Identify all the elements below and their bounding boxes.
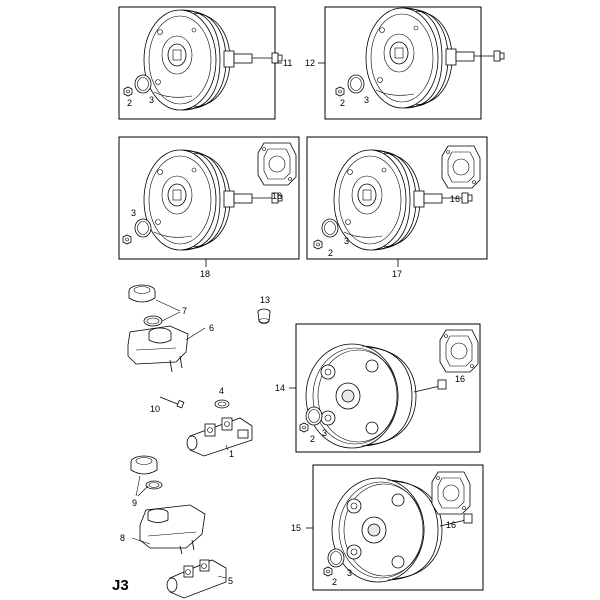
callout-4: 4: [219, 386, 224, 396]
part-o-ring: [305, 406, 323, 426]
callout-3: 3: [131, 208, 136, 218]
master-cylinder-upper: 1: [186, 417, 253, 459]
booster-panel-15: 15 16 2 3: [291, 464, 484, 591]
callout-16: 16: [455, 374, 465, 384]
seal-ring: 4: [214, 386, 230, 409]
callout-3: 3: [364, 95, 369, 105]
part-o-ring: [327, 548, 345, 568]
reservoir-cap-upper: 7: [128, 284, 187, 327]
part-o-ring: [321, 218, 339, 238]
callout-2: 2: [340, 98, 345, 108]
callout-16: 16: [450, 194, 460, 204]
callout-10: 10: [150, 404, 160, 414]
callout-7: 7: [182, 306, 187, 316]
booster-panel-11: 11 2 3: [118, 6, 292, 120]
fluid-reservoir-upper: 6: [127, 323, 214, 373]
callout-2: 2: [332, 577, 337, 587]
part-gasket: [441, 145, 481, 189]
part-nut: [323, 566, 333, 577]
part-nut: [122, 234, 132, 245]
part-nut: [313, 239, 323, 250]
part-nut: [123, 86, 133, 97]
callout-13: 13: [260, 295, 270, 305]
callout-3: 3: [322, 428, 327, 438]
part-nut: [335, 86, 345, 97]
callout-3: 3: [344, 236, 349, 246]
part-o-ring: [134, 218, 152, 238]
callout-16: 16: [446, 520, 456, 530]
callout-2: 2: [127, 98, 132, 108]
callout-11: 11: [283, 58, 292, 68]
grommet: 13: [257, 295, 271, 324]
callout-3: 3: [149, 95, 154, 105]
brake-booster: [365, 7, 505, 109]
part-gasket: [257, 142, 297, 186]
callout-2: 2: [310, 434, 315, 444]
callout-18: 18: [200, 269, 210, 279]
callout-8: 8: [120, 533, 125, 543]
booster-panel-12: 12 2 3: [305, 6, 505, 120]
part-o-ring: [347, 74, 365, 94]
callout-12: 12: [305, 58, 315, 68]
callout-14: 14: [275, 383, 285, 393]
pin: 10: [150, 396, 185, 414]
callout-3: 3: [347, 568, 352, 578]
callout-5: 5: [228, 576, 233, 586]
callout-1: 1: [229, 449, 234, 459]
fluid-reservoir-lower: 8: [120, 504, 206, 555]
page-code: J3: [112, 577, 129, 594]
master-cylinder-lower: 5: [166, 559, 233, 599]
booster-panel-17: 17 3 2 16: [306, 136, 488, 279]
panel-frame: [118, 136, 300, 260]
booster-panel-18: 18 3 16: [118, 136, 300, 279]
callout-9: 9: [132, 498, 137, 508]
part-gasket: [431, 471, 471, 515]
panel-frame: [312, 464, 484, 591]
callout-2: 2: [328, 248, 333, 258]
reservoir-cap-lower: 9: [130, 455, 163, 508]
part-nut: [299, 422, 309, 433]
part-gasket: [439, 329, 479, 373]
callout-17: 17: [392, 269, 402, 279]
part-o-ring: [134, 74, 152, 94]
callout-6: 6: [209, 323, 214, 333]
booster-panel-14: 14 16 2 3: [275, 323, 481, 453]
brake-booster: [143, 9, 283, 111]
panel-frame: [306, 136, 488, 260]
callout-16: 16: [272, 191, 282, 201]
callout-15: 15: [291, 523, 301, 533]
